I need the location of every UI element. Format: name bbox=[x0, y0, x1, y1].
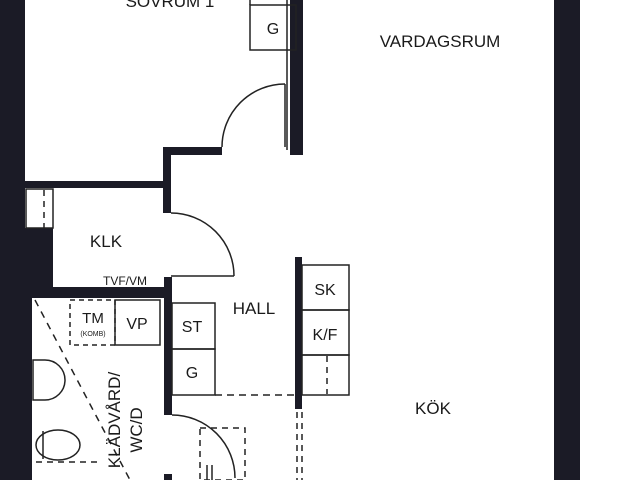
label-tm: TM bbox=[82, 310, 104, 327]
left-wall-thick-lower bbox=[25, 290, 32, 480]
label-g-hall: G bbox=[186, 365, 198, 382]
sink-icon bbox=[32, 359, 66, 401]
label-g-top: G bbox=[267, 21, 279, 38]
right-outer-wall bbox=[554, 0, 580, 480]
label-wc-d: WC/D bbox=[127, 407, 146, 452]
toilet-icon bbox=[35, 429, 81, 461]
sovrum-bottom-wall bbox=[25, 181, 170, 188]
label-vp: VP bbox=[126, 316, 147, 333]
label-komb: (KOMB) bbox=[80, 331, 105, 338]
left-outer-wall bbox=[0, 0, 25, 480]
label-kok: KÖK bbox=[415, 399, 452, 418]
bathroom-diagonal bbox=[34, 299, 131, 480]
room-labels: SOVRUM 1 VARDAGSRUM KLK HALL KÖK KLÄDVÅR… bbox=[90, 0, 500, 468]
label-hall: HALL bbox=[233, 299, 276, 318]
label-sovrum: SOVRUM 1 bbox=[126, 0, 215, 11]
hall-left-wall-lower bbox=[164, 474, 172, 480]
tm-box bbox=[69, 299, 116, 346]
label-kladvard: KLÄDVÅRD/ bbox=[105, 372, 124, 469]
label-tvf-vm: TVF/VM bbox=[103, 274, 147, 288]
fixture-labels: G TVF/VM TM (KOMB) VP ST G SK K/F bbox=[80, 21, 337, 382]
label-sk: SK bbox=[314, 282, 336, 299]
sovrum-right-wall bbox=[290, 0, 303, 155]
klk-door-arc bbox=[170, 212, 235, 277]
fixture-lines bbox=[25, 0, 350, 480]
label-st: ST bbox=[182, 319, 203, 336]
g-hall-box bbox=[171, 348, 216, 396]
hall-left-wall bbox=[164, 277, 172, 415]
walls bbox=[0, 0, 580, 480]
kitchen-partition-wall bbox=[295, 257, 302, 409]
hall-door-arc bbox=[171, 414, 236, 479]
klk-bottom-wall bbox=[30, 287, 172, 298]
label-kf: K/F bbox=[313, 327, 338, 344]
sovrum-corner-horizontal-wall bbox=[163, 147, 222, 155]
g-top-box bbox=[249, 4, 297, 51]
klk-left-block bbox=[25, 228, 53, 290]
sovrum-corner-vertical-wall bbox=[163, 147, 171, 213]
kitchen-empty-box bbox=[301, 354, 350, 396]
klk-shelf bbox=[25, 188, 54, 229]
label-klk: KLK bbox=[90, 232, 123, 251]
label-vardagsrum: VARDAGSRUM bbox=[380, 32, 501, 51]
sovrum-door-arc bbox=[221, 83, 286, 148]
